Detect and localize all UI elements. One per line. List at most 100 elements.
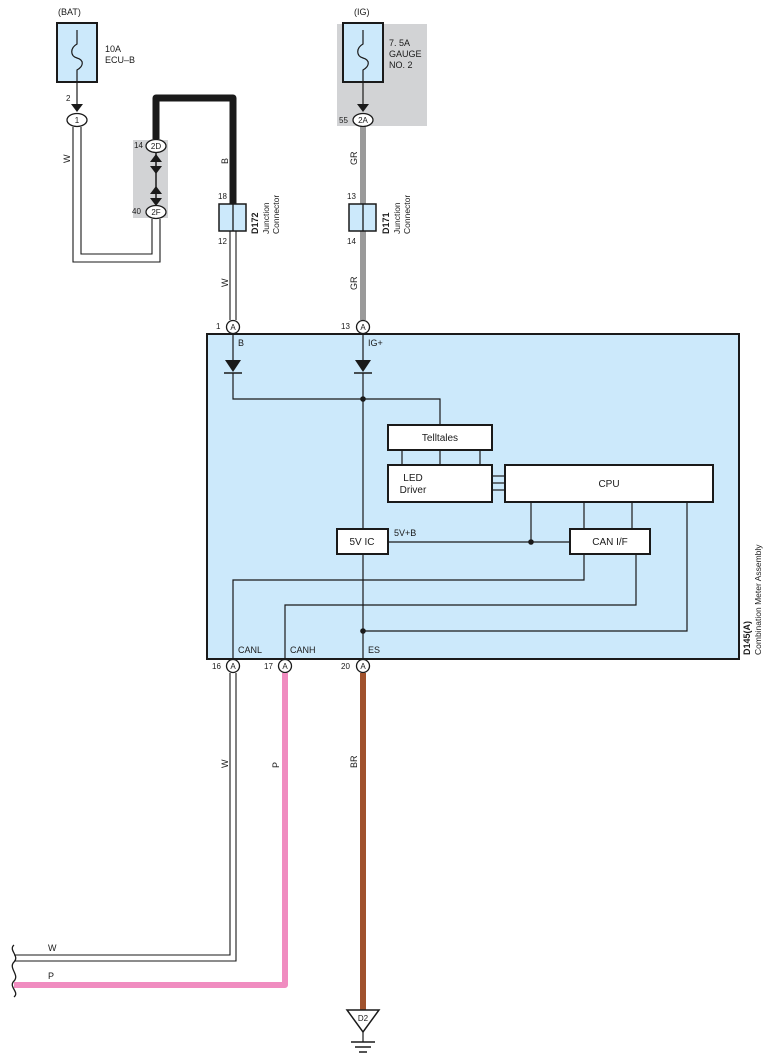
meter-side-label: D145(A) Combination Meter Assembly: [742, 544, 763, 655]
connector-2f-label: 2F: [151, 208, 160, 217]
led-driver-label-1: LED: [403, 473, 422, 484]
connector-2f: [145, 204, 167, 220]
connector-2d-arrow-up: [150, 154, 162, 162]
meter-pin-20: [355, 658, 371, 674]
meter-pin-1: [225, 319, 241, 335]
d171-pin-top: 13: [347, 192, 356, 201]
meter-ig-label: IG+: [368, 338, 383, 348]
meter-pin-17-num: 17: [264, 662, 273, 671]
meter-canl-label: CANL: [238, 645, 262, 655]
wire-w-bat-label: W: [62, 154, 72, 163]
ground-d2-label: D2: [358, 1014, 369, 1023]
d172-pin-bottom: 12: [218, 237, 227, 246]
wire-break-mark: [11, 944, 17, 998]
connector-1-label: 1: [75, 116, 80, 125]
cpu-block: [504, 464, 714, 503]
d172-pin-top: 18: [218, 192, 227, 201]
bottom-p-label: P: [48, 971, 54, 981]
wire-es-label: BR: [349, 755, 359, 768]
meter-pin-1-conn: A: [230, 323, 236, 332]
meter-pin-13-num: 13: [341, 322, 350, 331]
can-if-block: [569, 528, 651, 555]
cpu-to-es: [363, 502, 688, 632]
meter-pin-13: [355, 319, 371, 335]
connector-2a-label: 2A: [358, 116, 368, 125]
wire-gr-top-label: GR: [349, 151, 359, 165]
telltales-block: [387, 424, 493, 451]
meter-pin-13-conn: A: [360, 323, 366, 332]
canif-to-canh: [284, 554, 637, 659]
ig-fuse-icon: [357, 30, 369, 82]
junction-dot-5v: [528, 539, 534, 545]
ig-source-label: (IG): [354, 7, 370, 17]
meter-power-to-telltales: [363, 398, 441, 425]
can-if-label: CAN I/F: [592, 537, 628, 548]
ig-fuse-name-1: GAUGE: [389, 49, 422, 59]
ig-fuse-arrow: [357, 104, 369, 112]
meter-es-label: ES: [368, 645, 380, 655]
wire-w-bat-inner: [80, 127, 153, 255]
d171-pin-bottom: 14: [347, 237, 356, 246]
bat-fuse-pin: 2: [66, 94, 71, 103]
bottom-w-label: W: [48, 943, 57, 953]
meter-pin-20-conn: A: [360, 662, 366, 671]
connector-2f-arrow-up: [150, 186, 162, 194]
connector-2d: [145, 138, 167, 154]
canif-to-canl: [232, 554, 585, 659]
d171-line2: Connector: [402, 195, 412, 234]
d171-id: D171: [381, 212, 391, 234]
5v-ic-label: 5V IC: [349, 537, 374, 548]
led-driver-block: [387, 464, 493, 503]
wire-canl: [14, 673, 237, 962]
wire-w-bat: [72, 127, 161, 263]
meter-pin-17-conn: A: [282, 662, 288, 671]
wire-b-label: B: [220, 158, 230, 164]
meter-name: Combination Meter Assembly: [753, 544, 763, 655]
wire-w-meter: [229, 231, 237, 320]
meter-id: D145(A): [742, 621, 752, 655]
connector-2d-arrow-down: [150, 166, 162, 174]
bat-source-label: (BAT): [58, 7, 81, 17]
meter-b-to-node: [232, 373, 363, 400]
meter-pin-20-num: 20: [341, 662, 350, 671]
diode-b: [225, 360, 241, 372]
connector-2d-pin: 14: [134, 141, 143, 150]
wire-b-black: [152, 94, 237, 204]
d171-label: D171 Junction Connector: [381, 195, 412, 234]
cpu-label: CPU: [598, 479, 619, 490]
connector-1: [66, 112, 88, 128]
wire-canh: [14, 673, 288, 988]
meter-pin-16-conn: A: [230, 662, 236, 671]
meter-pin-16-num: 16: [212, 662, 221, 671]
connector-2d-label: 2D: [151, 142, 161, 151]
meter-pin-16: [225, 658, 241, 674]
telltales-label: Telltales: [422, 433, 458, 444]
meter-pin-17: [277, 658, 293, 674]
connector-2f-arrow-down: [150, 198, 162, 206]
ig-fuse-rating: 7. 5A: [389, 38, 410, 48]
meter-b-label: B: [238, 338, 244, 348]
wire-gr-bottom-label: GR: [349, 276, 359, 290]
5v-ic-block: [336, 528, 389, 555]
d172-label: D172 Junction Connector: [250, 195, 281, 234]
bat-fuse-arrow: [71, 104, 83, 112]
connector-2f-pin: 40: [132, 207, 141, 216]
wire-canl-label: W: [220, 759, 230, 768]
wire-canh-label: P: [271, 762, 281, 768]
wire-w-meter-label: W: [220, 278, 230, 287]
d172-line2: Connector: [271, 195, 281, 234]
connector-2a: [352, 112, 374, 128]
bat-fuse-icon: [71, 30, 83, 82]
ig-fuse-pin: 55: [339, 116, 348, 125]
bat-fuse-name: ECU–B: [105, 55, 135, 65]
d172-line1: Junction: [261, 202, 271, 234]
connector-2d-2f-shade: [133, 140, 168, 218]
5v-b-label: 5V+B: [394, 528, 416, 538]
d171-line1: Junction: [392, 202, 402, 234]
ground-d2-triangle: [345, 1009, 381, 1034]
meter-pin-1-num: 1: [216, 322, 221, 331]
ig-fuse-name-2: NO. 2: [389, 60, 413, 70]
bat-fuse-rating: 10A: [105, 44, 121, 54]
meter-canh-label: CANH: [290, 645, 316, 655]
